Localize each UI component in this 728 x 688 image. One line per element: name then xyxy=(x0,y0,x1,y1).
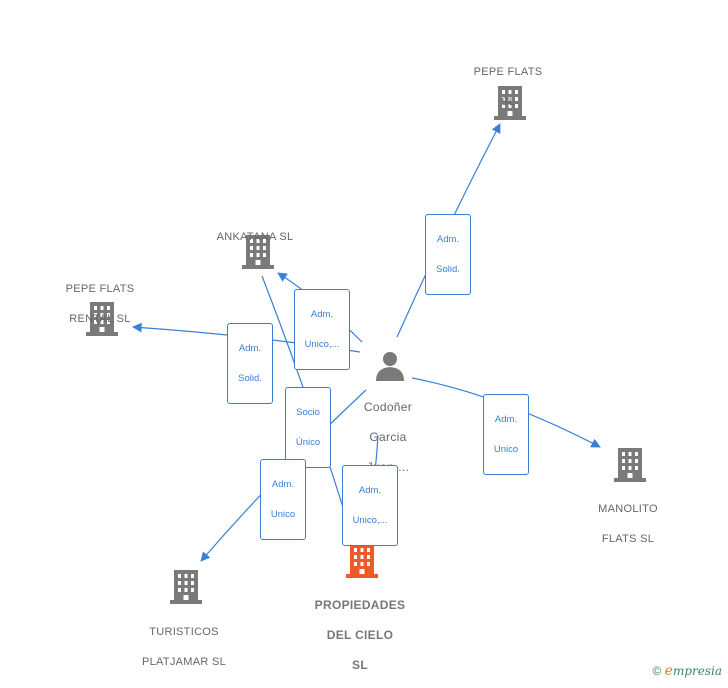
edge-label-ankatana-to-propiedades[interactable]: Socio Único xyxy=(285,387,331,468)
building-icon-manolito xyxy=(614,448,646,482)
edge-label-line: Único xyxy=(295,437,321,448)
node-turisticos[interactable]: TURISTICOS PLATJAMAR SL xyxy=(128,610,240,685)
edge-label-to-pepe-flats-rental[interactable]: Adm. Solid. xyxy=(227,323,273,404)
edge-label-line: Adm. xyxy=(436,234,460,245)
edge-label-line: Adm. xyxy=(271,479,295,490)
node-label-line: ANKATANA SL xyxy=(216,231,294,243)
node-label-line: SL xyxy=(352,658,368,672)
node-pepe-flats-sl[interactable]: PEPE FLATS SL xyxy=(458,50,558,125)
node-label-line: FLATS SL xyxy=(601,533,655,545)
edge-label-to-manolito[interactable]: Adm. Unico xyxy=(483,394,529,475)
brand-logo-text: mpresia xyxy=(672,664,722,678)
brand-footer: © empresia xyxy=(652,663,722,679)
edge-label-to-turisticos[interactable]: Adm. Unico xyxy=(260,459,306,540)
edge-label-line: Solid. xyxy=(436,264,460,275)
edge-label-line: Adm. xyxy=(310,309,334,320)
node-label-line: Garcia xyxy=(369,430,407,444)
node-label-line: TURISTICOS xyxy=(149,626,219,638)
node-label-line: SL xyxy=(500,96,516,108)
node-ankatana[interactable]: ANKATANA SL xyxy=(195,215,315,260)
node-label-line: PEPE FLATS xyxy=(65,283,135,295)
node-label-line: PLATJAMAR SL xyxy=(141,656,227,668)
edge-label-line: Socio xyxy=(296,407,320,418)
edge-label-line: Unico xyxy=(493,444,519,455)
edge-label-line: Adm. xyxy=(358,485,382,496)
node-label-line: DEL CIELO xyxy=(326,628,394,642)
edge-label-line: Adm. xyxy=(238,343,262,354)
edge-label-line: Adm. xyxy=(494,414,518,425)
node-manolito[interactable]: MANOLITO FLATS SL xyxy=(578,487,678,562)
edge-label-line: Unico xyxy=(270,509,296,520)
node-label-line: MANOLITO xyxy=(598,503,658,515)
node-propiedades[interactable]: PROPIEDADES DEL CIELO SL xyxy=(300,583,420,688)
copyright-icon: © xyxy=(652,664,662,678)
node-pepe-flats-rental[interactable]: PEPE FLATS RENTAL SL xyxy=(48,267,152,342)
edge-label-line: Unico,... xyxy=(304,339,340,350)
node-label-line: Codoñer xyxy=(363,400,413,414)
edge-label-line: Unico,... xyxy=(352,515,388,526)
edge-label-to-ankatana[interactable]: Adm. Unico,... xyxy=(294,289,350,370)
building-icon-turisticos xyxy=(170,570,202,604)
edge-label-to-propiedades[interactable]: Adm. Unico,... xyxy=(342,465,398,546)
building-icon-propiedades xyxy=(346,544,378,578)
node-label-line: PEPE FLATS xyxy=(473,66,543,78)
brand-logo-initial: e xyxy=(664,663,673,679)
node-label-line: PROPIEDADES xyxy=(314,598,406,612)
node-label-line: RENTAL SL xyxy=(69,313,131,325)
edge-label-line: Solid. xyxy=(238,373,262,384)
person-icon xyxy=(376,352,404,381)
edge-label-to-pepe-flats-sl[interactable]: Adm. Solid. xyxy=(425,214,471,295)
